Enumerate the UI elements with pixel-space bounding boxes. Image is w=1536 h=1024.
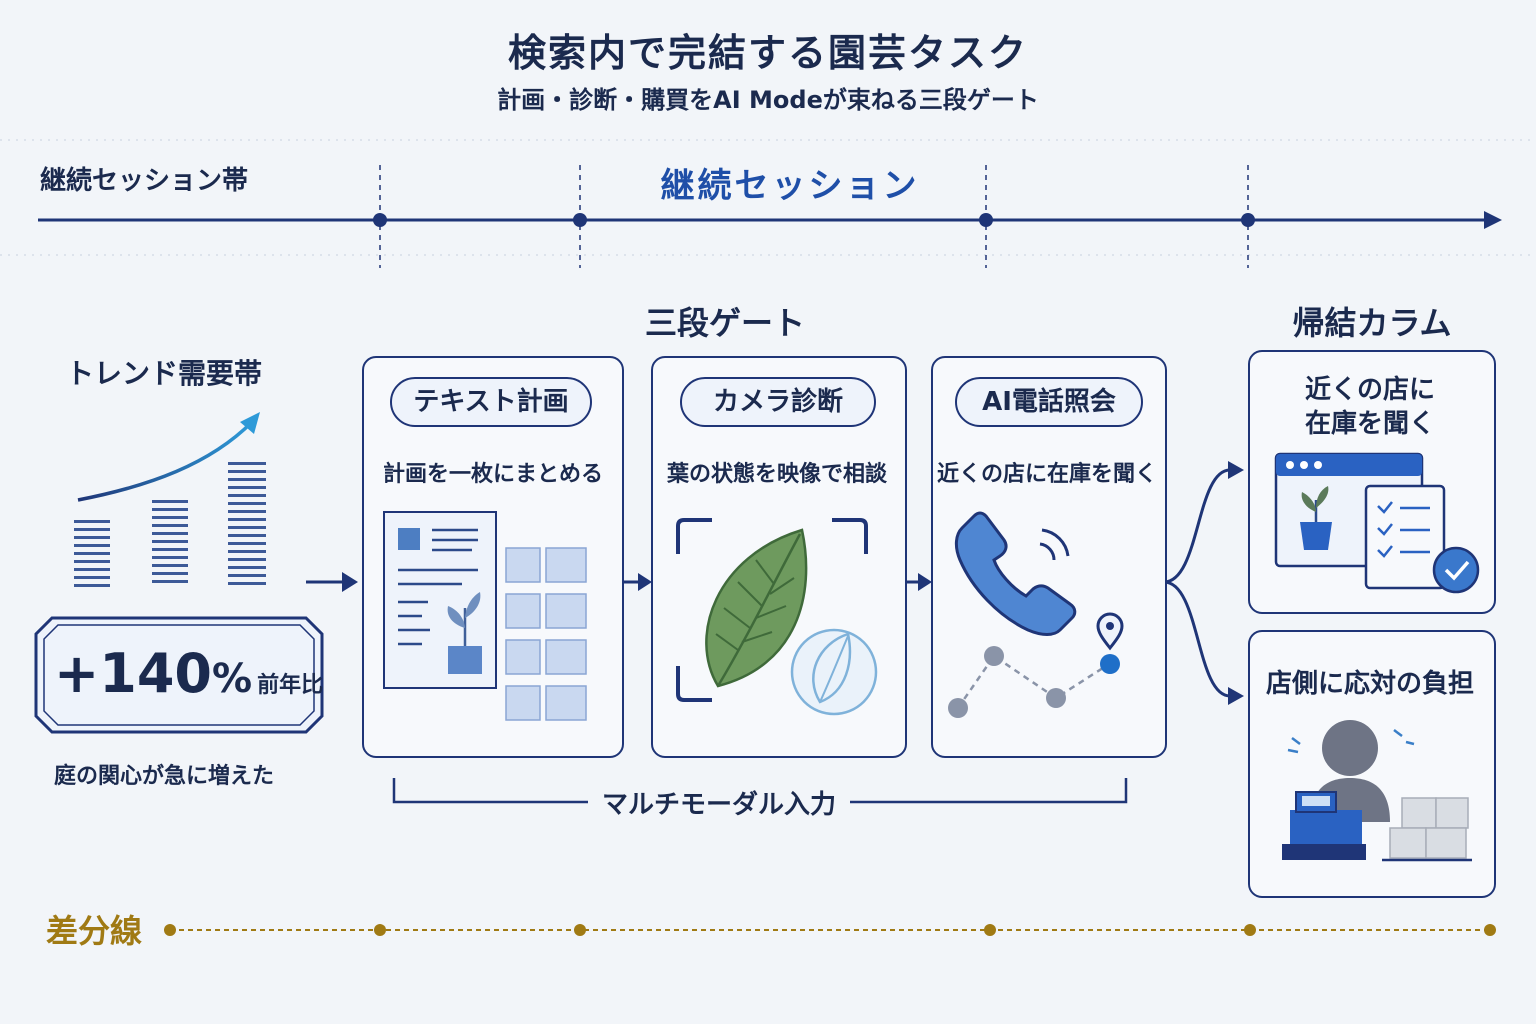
leaf-camera-icon <box>676 518 878 716</box>
multimodal-label: マルチモーダル入力 <box>588 784 851 821</box>
browser-checklist-icon <box>1274 452 1480 594</box>
store-clerk-icon <box>1282 720 1472 862</box>
gate-caption-camera: 葉の状態を映像で相談 <box>666 462 887 487</box>
growth-value: +140 <box>54 642 212 705</box>
gate-caption-text-plan: 計画を一枚にまとめる <box>382 462 603 487</box>
gate-caption-ai-call: 近くの店に在庫を聞く <box>936 462 1157 487</box>
result-store-burden-text: 店側に応対の負担 <box>1265 669 1474 699</box>
document-plan-icon <box>383 511 587 721</box>
diff-line <box>164 924 1496 936</box>
gate-pill-camera[interactable]: カメラ診断 <box>680 377 876 427</box>
growth-note: 前年比 <box>257 673 324 698</box>
growth-badge-frame <box>34 616 324 734</box>
result-inventory-line1: 近くの店に <box>1304 375 1435 405</box>
page-title: 検索内で完結する園芸タスク <box>507 31 1028 75</box>
page-subtitle: 計画・診断・購買をAI Modeが束ねる三段ゲート <box>497 86 1039 114</box>
growth-unit: % <box>211 656 253 702</box>
gate-pill-ai-call[interactable]: AI電話照会 <box>955 377 1143 427</box>
gate-pill-text-plan[interactable]: テキスト計画 <box>390 377 592 427</box>
gates-heading: 三段ゲート <box>644 304 805 342</box>
diff-line-label: 差分線 <box>46 912 143 950</box>
trend-caption: 庭の関心が急に増えた <box>54 764 275 789</box>
session-lane-label: 継続セッション帯 <box>40 166 249 196</box>
trend-heading: トレンド需要帯 <box>66 357 263 390</box>
session-label: 継続セッション <box>660 166 920 206</box>
result-inventory-line2: 在庫を聞く <box>1304 409 1435 439</box>
results-heading: 帰結カラム <box>1292 304 1452 342</box>
trend-chart-icon <box>74 412 266 587</box>
phone-route-icon <box>948 511 1124 718</box>
growth-badge: +140% 前年比 <box>54 642 323 705</box>
